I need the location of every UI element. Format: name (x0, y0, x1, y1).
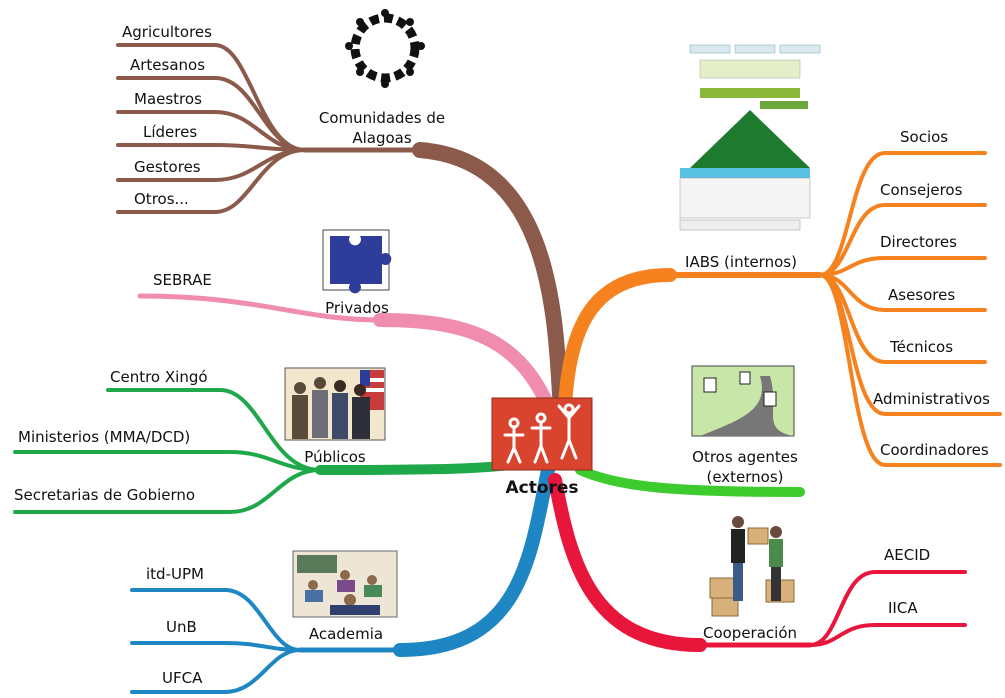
branch-privados (137, 293, 557, 417)
leaf-otros: Otros... (134, 190, 189, 208)
branch-iabs (558, 151, 1002, 467)
branch-label-iabs: IABS (internos) (685, 253, 797, 271)
branch-cooperacion (548, 473, 967, 652)
branch-label-privados: Privados (325, 299, 389, 317)
branch-otros (575, 465, 805, 497)
leaf-unb: UnB (166, 618, 197, 636)
leaf-maestros: Maestros (134, 90, 202, 108)
leaf-tecnicos: Técnicos (890, 338, 954, 356)
leaf-ufca: UFCA (162, 669, 203, 687)
leaf-socios: Socios (900, 128, 949, 146)
leaf-sebrae: SEBRAE (153, 271, 212, 289)
actores-figures-icon (491, 397, 593, 471)
leaf-centro-xingo: Centro Xingó (110, 368, 208, 386)
branch-label-academia: Academia (308, 625, 384, 643)
branch-label-publicos: Públicos (304, 448, 366, 466)
boxes-people-icon (709, 516, 795, 617)
leaf-aecid: AECID (884, 546, 931, 564)
leaf-administrativos: Administrativos (873, 390, 990, 408)
branch-label-comunidades: Comunidades de Alagoas (318, 109, 446, 147)
branch-academia (130, 463, 555, 694)
leaf-consejeros: Consejeros (880, 181, 963, 199)
org-chart-icon (679, 44, 821, 231)
leaf-agricultores: Agricultores (122, 23, 212, 41)
classroom-icon (292, 550, 398, 618)
officials-icon (284, 367, 386, 441)
leaf-ministerios: Ministerios (MMA/DCD) (18, 428, 191, 446)
leaf-directores: Directores (880, 233, 957, 251)
leaf-coordinadores: Coordinadores (880, 441, 989, 459)
leaf-artesanos: Artesanos (130, 56, 206, 74)
leaf-itd-upm: itd-UPM (146, 565, 204, 583)
central-topic-label: Actores (505, 478, 579, 498)
leaf-asesores: Asesores (888, 286, 956, 304)
leaf-gestores: Gestores (134, 158, 201, 176)
people-circle-icon (345, 9, 425, 88)
branch-label-otros: Otros agentes (externos) (692, 448, 798, 486)
leaf-lideres: Líderes (143, 123, 198, 141)
leaf-iica: IICA (888, 599, 918, 617)
road-icon (691, 365, 795, 437)
puzzle-icon (322, 229, 392, 294)
branch-label-cooperacion: Cooperación (702, 624, 798, 642)
branch-comunidades (116, 43, 568, 403)
leaf-secretarias: Secretarias de Gobierno (14, 486, 196, 504)
